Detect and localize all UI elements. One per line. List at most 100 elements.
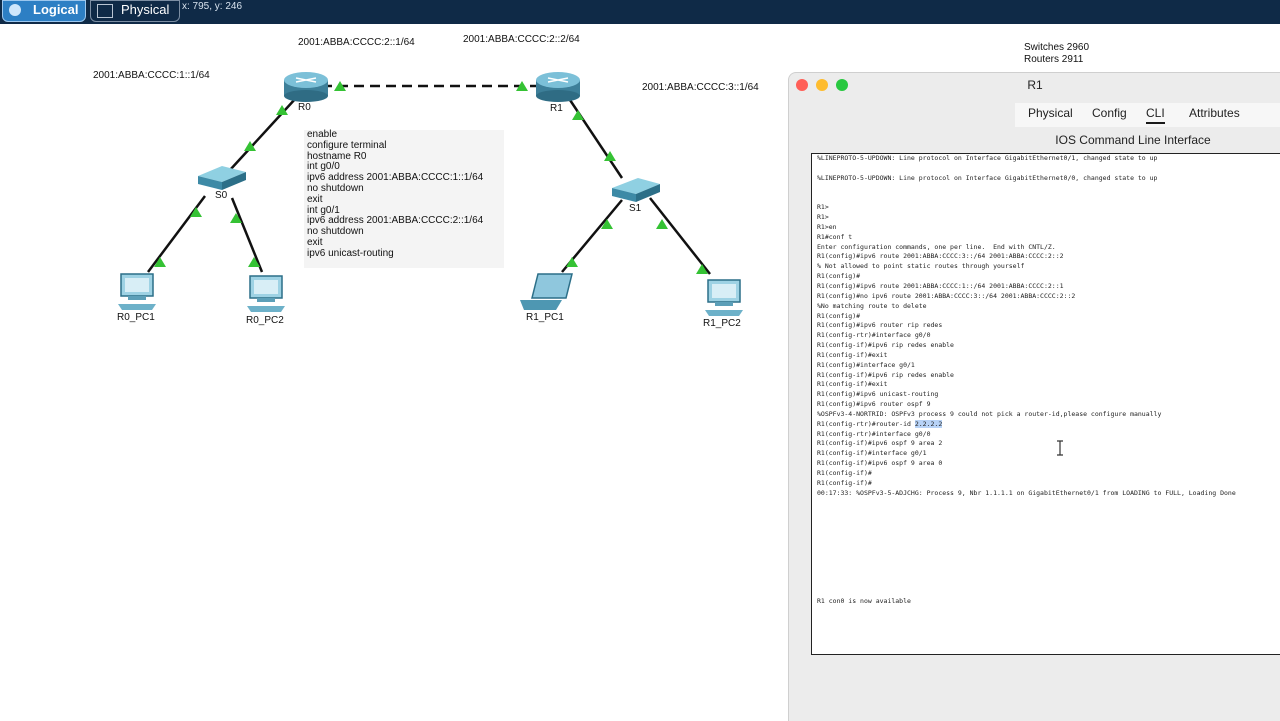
terminal-line [812,508,1280,518]
routers-model: Routers 2911 [1024,54,1084,65]
cli-terminal[interactable]: %LINEPROTO-5-UPDOWN: Line protocol on In… [811,153,1280,655]
tab-physical[interactable]: Physical [1028,106,1073,120]
link-s0-pc1[interactable] [147,195,206,273]
logical-view-icon [9,4,21,16]
device-label[interactable]: S0 [215,190,228,201]
terminal-line: R1(config)#ipv6 unicast-routing [817,390,939,399]
link-up-indicator [276,105,288,115]
terminal-line: %No matching route to delete [817,301,927,310]
physical-view-tab[interactable]: Physical [90,0,180,22]
link-up-indicator [334,81,346,91]
link-up-indicator [656,219,668,229]
terminal-line [812,587,1280,597]
device-label[interactable]: S1 [629,203,642,214]
link-up-indicator [154,257,166,267]
topology-canvas [118,72,743,316]
logical-view-label: Logical [33,2,79,17]
terminal-line: R1(config)#ipv6 router rip redes [817,321,943,330]
link-up-indicator [566,257,578,267]
tab-config[interactable]: Config [1092,106,1127,120]
tab-attributes[interactable]: Attributes [1189,106,1240,120]
terminal-line [812,538,1280,548]
terminal-line [812,164,1280,174]
config-note[interactable]: enable configure terminal hostname R0 in… [304,129,504,268]
device-models-note[interactable]: Switches 2960 Routers 2911 [1024,42,1089,66]
note-line: int g0/1 [307,204,340,216]
network-label: 2001:ABBA:CCCC:2::1/64 [298,37,415,48]
device-label[interactable]: R0 [298,102,311,113]
terminal-line: R1(config)# [817,272,861,281]
link-up-indicator [244,141,256,151]
terminal-line: R1(config-if)# [817,478,872,487]
note-line: ipv6 address 2001:ABBA:CCCC:2::1/64 [307,215,484,227]
link-up-indicator [230,213,242,223]
device-label[interactable]: R1_PC1 [526,312,564,323]
link-s1-pc2[interactable] [649,197,711,275]
cli-heading: IOS Command Line Interface [1055,133,1211,147]
terminal-line [812,499,1280,509]
terminal-line: R1> [817,213,829,222]
terminal-line [812,548,1280,558]
tab-cli[interactable]: CLI [1146,106,1165,124]
note-line: int g0/0 [307,161,340,173]
terminal-line: R1(config)#interface g0/1 [817,360,915,369]
terminal-line: R1(config)# [817,311,861,320]
pc-r0-pc2-icon[interactable] [247,275,285,312]
terminal-line [812,184,1280,194]
link-r0-s0[interactable] [229,97,297,171]
device-label[interactable]: R1_PC2 [703,318,741,329]
switch-s0-icon[interactable] [198,166,246,190]
device-label[interactable]: R1 [550,103,563,114]
terminal-line: R1(config-if)# [817,469,872,477]
zoom-button[interactable] [836,79,848,91]
terminal-line: R1(config-if)#interface g0/1 [817,449,927,458]
terminal-line: R1(config)#ipv6 route 2001:ABBA:CCCC:1::… [817,281,1064,290]
terminal-line: %LINEPROTO-5-UPDOWN: Line protocol on In… [817,173,1158,182]
logical-view-tab[interactable]: Logical [2,0,86,22]
device-label[interactable]: R0_PC2 [246,315,284,326]
physical-view-label: Physical [121,2,170,17]
terminal-line [812,518,1280,528]
note-line: no shutdown [307,182,364,194]
switches-model: Switches 2960 [1024,42,1090,53]
terminal-line: %LINEPROTO-5-UPDOWN: Line protocol on In… [817,154,1158,162]
terminal-line: R1(config-rtr)#interface g0/0 [817,331,931,340]
note-line: exit [307,193,323,205]
terminal-line: R1(config-rtr)#interface g0/0 [817,429,931,438]
terminal-line: R1(config)#no ipv6 route 2001:ABBA:CCCC:… [817,291,1076,300]
selected-text: 2.2.2.2 [914,419,943,428]
link-up-indicator [516,81,528,91]
terminal-line: R1(config-if)#ipv6 rip redes enable [817,370,954,379]
note-line: no shutdown [307,226,364,238]
pc-r0-pc1-icon[interactable] [118,273,156,310]
network-label: 2001:ABBA:CCCC:1::1/64 [93,70,210,81]
laptop-r1-pc1-icon[interactable] [520,273,573,310]
terminal-line: R1(config-if)#exit [817,380,888,389]
terminal-line: R1 con0 is now available [817,596,911,605]
network-label: 2001:ABBA:CCCC:2::2/64 [463,34,580,45]
terminal-line: 00:17:33: %OSPFv3-5-ADJCHG: Process 9, N… [817,488,1236,497]
terminal-line: % Not allowed to point static routes thr… [817,262,1025,271]
terminal-line [812,577,1280,587]
link-up-indicator [604,151,616,161]
terminal-line: R1(config)#ipv6 route 2001:ABBA:CCCC:3::… [817,252,1064,261]
pc-r1-pc2-icon[interactable] [705,279,743,316]
terminal-line: R1#conf t [817,232,853,241]
note-line: exit [307,236,323,248]
link-up-indicator [190,207,202,217]
device-label[interactable]: R0_PC1 [117,312,155,323]
terminal-line: R1(config-if)#ipv6 rip redes enable [817,341,954,350]
close-button[interactable] [796,79,808,91]
terminal-line: R1(config-if)#ipv6 ospf 9 area 2 [817,439,943,448]
note-line: ipv6 address 2001:ABBA:CCCC:1::1/64 [307,172,484,184]
terminal-line [812,528,1280,538]
terminal-line: R1> [817,203,829,212]
link-up-indicator [248,257,260,267]
link-s0-pc2[interactable] [230,197,264,273]
top-toolbar: Logical Physical x: 795, y: 246 [0,0,1280,24]
router-r0-icon[interactable] [284,72,328,102]
minimize-button[interactable] [816,79,828,91]
router-r1-icon[interactable] [536,72,580,102]
cursor-coordinates: x: 795, y: 246 [182,1,243,12]
switch-s1-icon[interactable] [612,178,660,202]
